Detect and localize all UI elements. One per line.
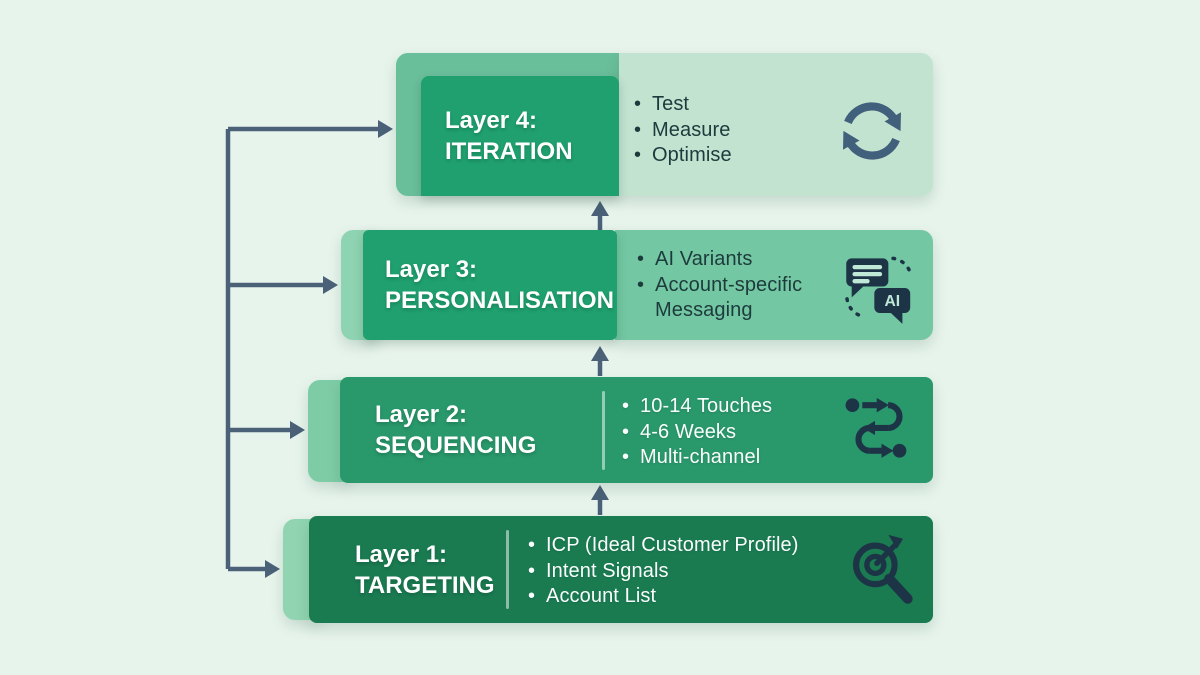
layer-1-bullet-list: ICP (Ideal Customer Profile) Intent Sign… xyxy=(526,533,799,610)
layer-2-bullet-list: 10-14 Touches 4-6 Weeks Multi-channel xyxy=(620,394,772,471)
bullet-item: Test xyxy=(632,92,732,118)
cycle-refresh-icon xyxy=(829,88,915,174)
layer-1-title-name: TARGETING xyxy=(355,571,495,599)
layer-1-title-prefix: Layer 1: xyxy=(355,540,448,568)
bullet-item: ICP (Ideal Customer Profile) xyxy=(526,533,799,559)
layer-1-title: Layer 1: TARGETING xyxy=(355,516,495,623)
ai-chat-icon: AI xyxy=(840,249,918,327)
layer-2-divider xyxy=(602,391,605,470)
layer-3-label: Layer 3: PERSONALISATION xyxy=(363,230,617,340)
layer-2-title-name: SEQUENCING xyxy=(375,432,537,459)
bullet-item: Measure xyxy=(632,118,732,144)
layer-2-title-prefix: Layer 2: xyxy=(375,401,468,428)
target-search-icon xyxy=(843,531,920,608)
route-path-icon xyxy=(841,393,917,469)
bullet-item: Account-specific Messaging xyxy=(635,273,860,324)
bullet-item: Multi-channel xyxy=(620,445,772,471)
layer-3-title-name: PERSONALISATION xyxy=(385,287,614,314)
layer-3-bullet-list: AI Variants Account-specific Messaging xyxy=(635,247,860,324)
layer-4-label: Layer 4: ITERATION xyxy=(421,76,619,196)
bullet-item: Account List xyxy=(526,584,799,610)
bullet-item: Optimise xyxy=(632,143,732,169)
layer-4-bullet-list: Test Measure Optimise xyxy=(632,92,732,169)
layer-2-title: Layer 2: SEQUENCING xyxy=(375,377,536,483)
bullet-item: 10-14 Touches xyxy=(620,394,772,420)
bullet-item: AI Variants xyxy=(635,247,860,273)
layer-4-title-prefix: Layer 4: xyxy=(445,107,538,134)
layer-4-title-name: ITERATION xyxy=(445,138,573,165)
ai-icon-label: AI xyxy=(884,293,900,310)
bullet-item: 4-6 Weeks xyxy=(620,420,772,446)
layer-1-divider xyxy=(506,530,509,609)
bullet-item: Intent Signals xyxy=(526,559,799,585)
layer-3-title-prefix: Layer 3: xyxy=(385,256,478,283)
